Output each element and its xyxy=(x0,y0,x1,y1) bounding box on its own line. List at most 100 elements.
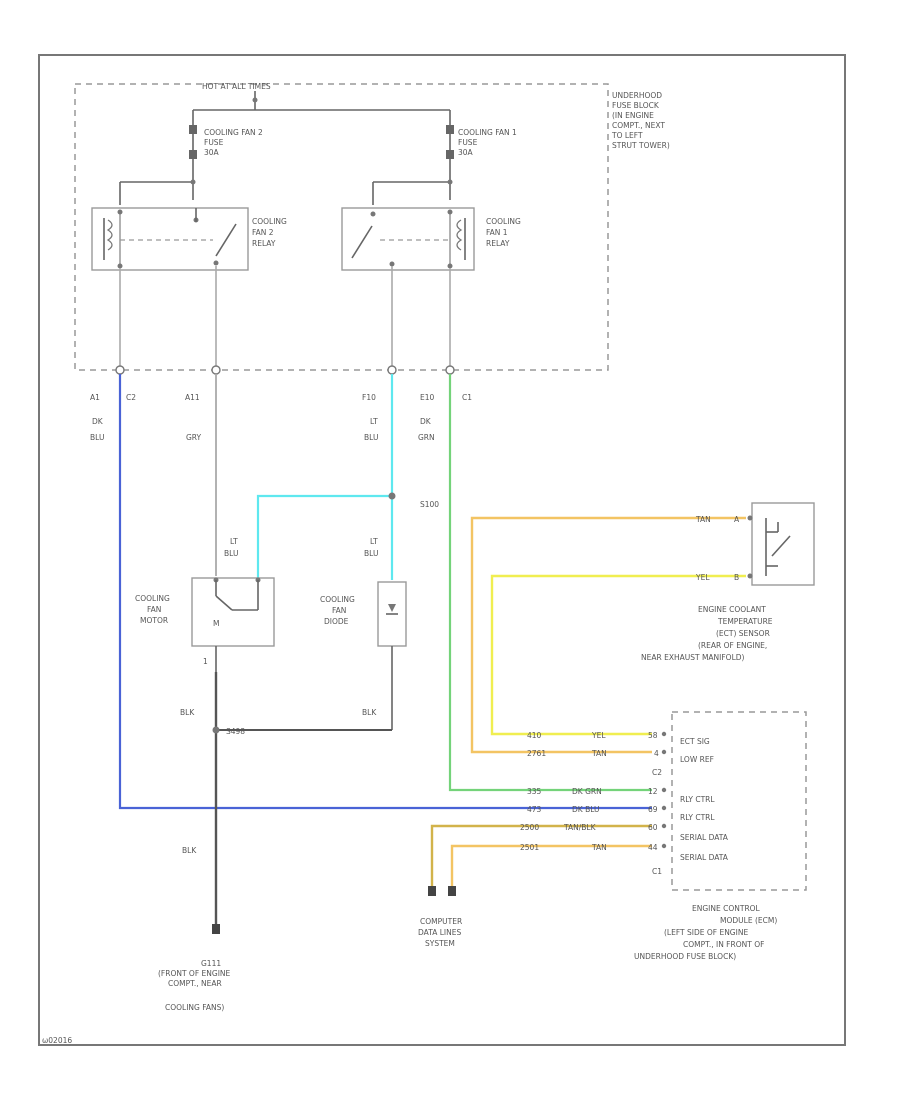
svg-text:COOLING: COOLING xyxy=(252,217,287,226)
svg-text:58: 58 xyxy=(648,731,658,740)
svg-text:RLY CTRL: RLY CTRL xyxy=(680,795,715,804)
svg-text:SERIAL DATA: SERIAL DATA xyxy=(680,853,729,862)
svg-text:UNDERHOOD FUSE BLOCK): UNDERHOOD FUSE BLOCK) xyxy=(634,952,736,961)
ecm-row-low-ref: 2761 TAN 4 LOW REF xyxy=(527,749,714,764)
svg-text:M: M xyxy=(213,619,219,628)
svg-text:44: 44 xyxy=(648,843,658,852)
cooling-fan-motor-label: COOLING FAN MOTOR xyxy=(135,594,170,625)
svg-text:LOW REF: LOW REF xyxy=(680,755,714,764)
svg-text:C2: C2 xyxy=(652,768,662,777)
cooling-fan-diode-label: COOLING FAN DIODE xyxy=(320,595,355,626)
svg-text:30A: 30A xyxy=(458,148,474,157)
svg-text:DK BLU: DK BLU xyxy=(572,805,600,814)
svg-text:(LEFT SIDE OF ENGINE: (LEFT SIDE OF ENGINE xyxy=(664,928,748,937)
underhood-fuse-block-label: UNDERHOOD FUSE BLOCK (IN ENGINE COMPT., … xyxy=(611,91,670,150)
svg-text:BLU: BLU xyxy=(364,433,378,442)
ect-sensor xyxy=(747,502,815,586)
wire-label-blk-diode: BLK xyxy=(362,708,377,717)
ect-sensor-label: ENGINE COOLANT TEMPERATURE (ECT) SENSOR … xyxy=(641,605,773,662)
svg-text:DIODE: DIODE xyxy=(324,617,349,626)
ecm-connector-c2: C2 xyxy=(652,768,662,777)
wire-label-lt-blu: LT BLU xyxy=(364,417,378,442)
splice-s100-label: S100 xyxy=(420,500,439,509)
cooling-fan-1-fuse xyxy=(446,125,454,159)
ecm-label: ENGINE CONTROL MODULE (ECM) (LEFT SIDE O… xyxy=(634,904,777,961)
ecm-pins xyxy=(661,731,667,849)
svg-text:FUSE BLOCK: FUSE BLOCK xyxy=(612,101,660,110)
computer-data-lines-label: COMPUTER DATA LINES SYSTEM xyxy=(418,917,462,948)
svg-text:NEAR EXHAUST MANIFOLD): NEAR EXHAUST MANIFOLD) xyxy=(641,653,745,662)
svg-text:FUSE: FUSE xyxy=(458,138,478,147)
lt-blu-branch-wire xyxy=(256,494,392,578)
ect-tan-wire xyxy=(470,516,746,754)
pin-c2: C2 xyxy=(126,393,136,402)
svg-text:FAN: FAN xyxy=(147,605,161,614)
svg-text:(REAR OF ENGINE,: (REAR OF ENGINE, xyxy=(698,641,767,650)
diagram-frame xyxy=(38,54,846,1046)
svg-text:COOLING FANS): COOLING FANS) xyxy=(165,1003,224,1012)
wire-label-dk-grn: DK GRN xyxy=(418,417,435,442)
connector-pins xyxy=(115,365,455,375)
svg-text:(FRONT OF ENGINE: (FRONT OF ENGINE xyxy=(158,969,231,978)
pin-a11: A11 xyxy=(185,393,200,402)
cooling-fan-1-fuse-label: COOLING FAN 1 FUSE 30A xyxy=(458,128,517,157)
cooling-fan-2-relay xyxy=(91,207,249,271)
svg-text:COOLING FAN 2: COOLING FAN 2 xyxy=(204,128,263,137)
blk-ground-wires xyxy=(212,672,392,934)
cooling-fan-1-relay-label: COOLING FAN 1 RELAY xyxy=(486,217,521,248)
hot-bus xyxy=(192,91,451,125)
svg-text:FUSE: FUSE xyxy=(204,138,224,147)
data-link-pins xyxy=(428,886,456,896)
wire-label-blk-ground: BLK xyxy=(182,846,197,855)
ecm-outline xyxy=(671,711,807,891)
svg-text:LT: LT xyxy=(370,417,378,426)
ect-wire-yel: YEL xyxy=(695,573,710,582)
svg-text:COOLING: COOLING xyxy=(486,217,521,226)
svg-text:COOLING: COOLING xyxy=(135,594,170,603)
svg-text:12: 12 xyxy=(648,787,658,796)
ect-pin-b: B xyxy=(734,573,739,582)
cooling-fan-motor: M xyxy=(191,577,275,672)
svg-text:DK GRN: DK GRN xyxy=(572,787,602,796)
wire-label-blk-motor: BLK xyxy=(180,708,195,717)
svg-text:4: 4 xyxy=(654,749,659,758)
relay-output-wires xyxy=(119,266,451,368)
svg-text:TEMPERATURE: TEMPERATURE xyxy=(717,617,773,626)
svg-text:ECT SIG: ECT SIG xyxy=(680,737,710,746)
svg-text:30A: 30A xyxy=(204,148,220,157)
svg-text:GRN: GRN xyxy=(418,433,435,442)
svg-text:FAN 1: FAN 1 xyxy=(486,228,508,237)
pin-f10: F10 xyxy=(362,393,376,402)
svg-text:BLU: BLU xyxy=(224,549,238,558)
relay-supply-wires xyxy=(119,159,453,205)
hot-at-all-times-label: HOT AT ALL TIMES xyxy=(202,82,271,91)
wire-label-lt-blu-motor: LT BLU xyxy=(224,537,238,558)
cooling-fan-2-relay-label: COOLING FAN 2 RELAY xyxy=(252,217,287,248)
ect-pin-a: A xyxy=(734,515,740,524)
svg-text:COMPT., NEAR: COMPT., NEAR xyxy=(168,979,222,988)
svg-text:UNDERHOOD: UNDERHOOD xyxy=(612,91,662,100)
svg-text:TAN: TAN xyxy=(591,749,607,758)
svg-text:TAN/BLK: TAN/BLK xyxy=(563,823,597,832)
svg-text:STRUT TOWER): STRUT TOWER) xyxy=(612,141,670,150)
wire-label-dk-blu: DK BLU xyxy=(90,417,104,442)
svg-text:SERIAL DATA: SERIAL DATA xyxy=(680,833,729,842)
svg-text:ENGINE CONTROL: ENGINE CONTROL xyxy=(692,904,761,913)
svg-text:LT: LT xyxy=(370,537,378,546)
svg-text:RLY CTRL: RLY CTRL xyxy=(680,813,715,822)
svg-text:473: 473 xyxy=(527,805,542,814)
diagram-id: ω02016 xyxy=(42,1036,72,1045)
tan-blk-data-wire xyxy=(430,824,652,888)
svg-text:RELAY: RELAY xyxy=(252,239,276,248)
svg-text:YEL: YEL xyxy=(591,731,606,740)
ground-g111-label: (FRONT OF ENGINE COMPT., NEAR COOLING FA… xyxy=(158,969,231,1012)
svg-text:FAN: FAN xyxy=(332,606,346,615)
ground-g111-id: G111 xyxy=(201,959,221,968)
motor-pin-1: 1 xyxy=(203,657,208,666)
pin-c1: C1 xyxy=(462,393,472,402)
svg-text:DK: DK xyxy=(420,417,432,426)
svg-text:2500: 2500 xyxy=(520,823,539,832)
svg-text:335: 335 xyxy=(527,787,542,796)
svg-text:2501: 2501 xyxy=(520,843,539,852)
